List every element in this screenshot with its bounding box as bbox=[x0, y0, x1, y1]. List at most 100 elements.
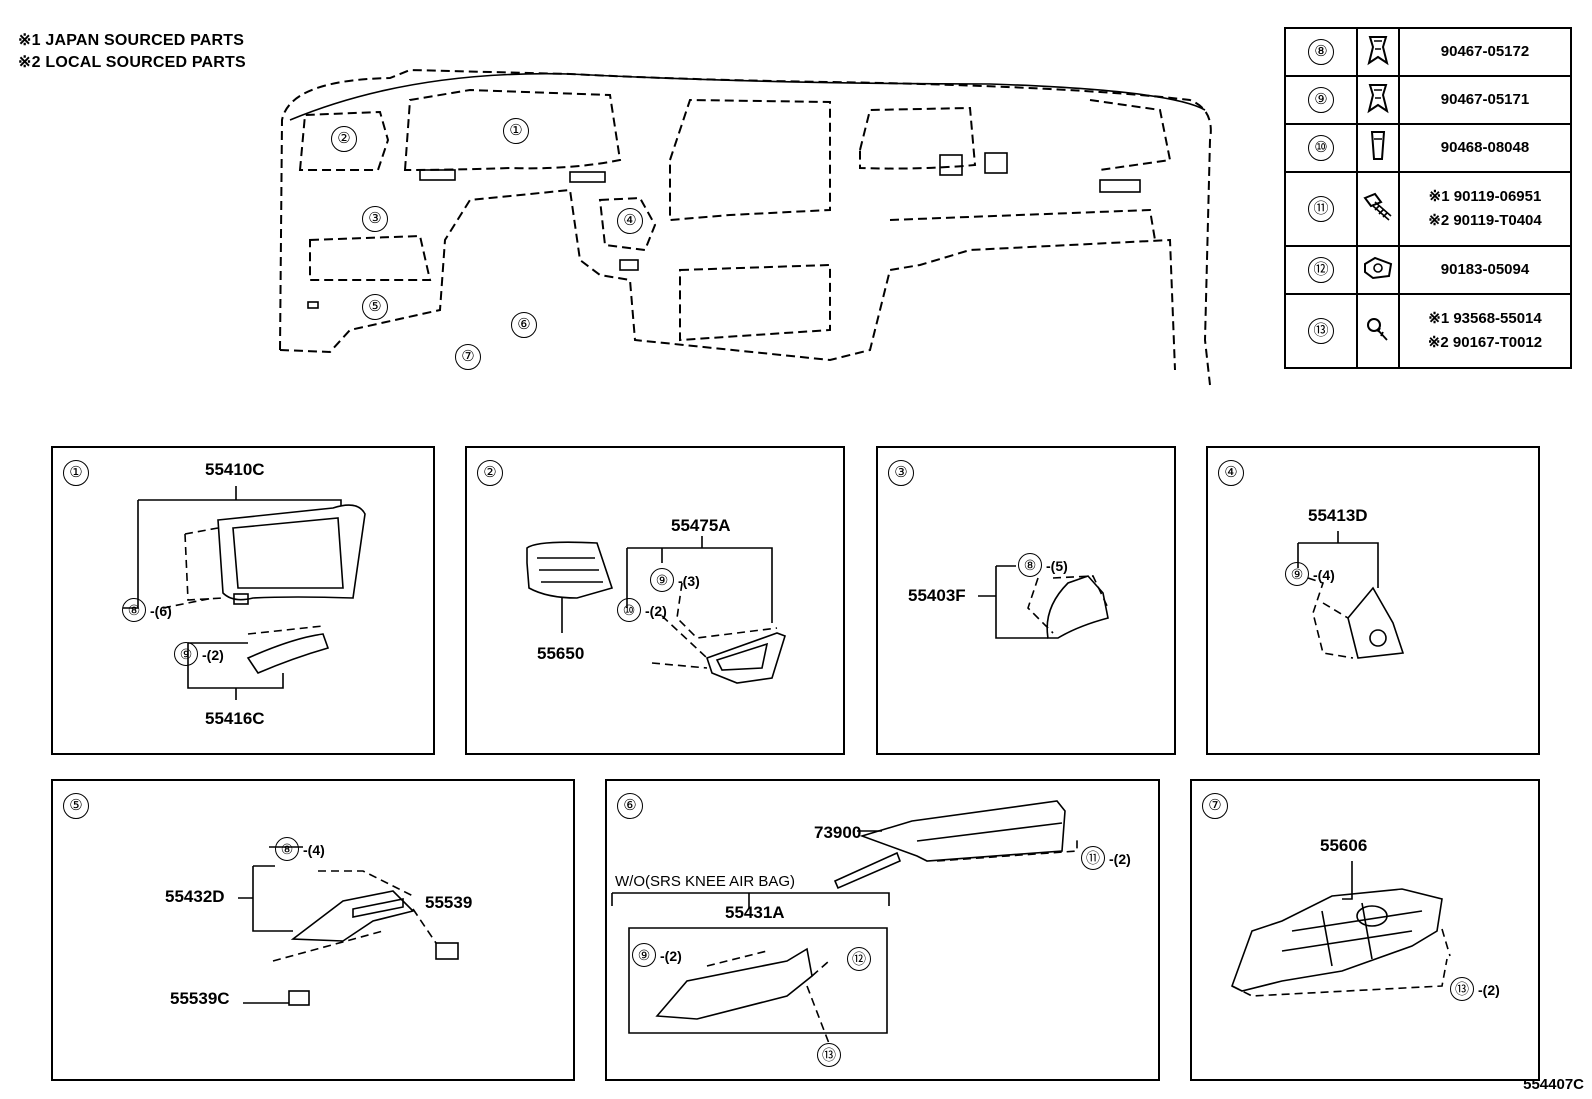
callout-clip: ⑩ bbox=[617, 598, 641, 622]
screw-icon bbox=[1367, 317, 1388, 341]
callout-clip: ⑧ bbox=[1018, 553, 1042, 577]
panel-number: ⑤ bbox=[63, 793, 89, 819]
lower-cover-drawing bbox=[978, 565, 1109, 639]
callout-qty: -(2) bbox=[1478, 982, 1500, 998]
callout-qty: -(2) bbox=[645, 603, 667, 619]
callout-screw: ⑬ bbox=[817, 1043, 841, 1067]
callout-clip: ⑧ bbox=[275, 837, 299, 861]
clip-icon bbox=[1370, 130, 1386, 160]
vent-slot-2 bbox=[569, 171, 606, 183]
callout-bolt: ⑪ bbox=[1081, 846, 1105, 870]
callout-clip: ⑧ bbox=[122, 598, 146, 622]
ref-callout: ⑪ bbox=[1308, 196, 1334, 222]
callout-qty: -(5) bbox=[1046, 558, 1068, 574]
panel-number: ④ bbox=[1218, 460, 1244, 486]
ref-callout: ⑫ bbox=[1308, 257, 1334, 283]
under-cover-drawing bbox=[1231, 861, 1451, 997]
part-number-local: ※2 90119-T0404 bbox=[1428, 212, 1542, 229]
note-japan: ※1 JAPAN SOURCED PARTS bbox=[18, 32, 245, 49]
callout-qty: -(2) bbox=[202, 647, 224, 663]
panel-2: ② 55475A 55650 ⑨ -(3) ⑩ -(2) bbox=[465, 446, 845, 755]
clip-icon bbox=[1367, 35, 1389, 65]
callout-qty: -(6) bbox=[150, 603, 172, 619]
table-row: ⑧ 90467-05172 bbox=[1284, 27, 1572, 77]
overview-callout-5: ⑤ bbox=[362, 294, 388, 320]
part-label-55539: 55539 bbox=[425, 893, 473, 912]
dash-top-outline bbox=[279, 68, 1212, 386]
panel-number: ⑦ bbox=[1202, 793, 1228, 819]
center-lower bbox=[679, 263, 831, 342]
table-row: ⑨ 90467-05171 bbox=[1284, 75, 1572, 125]
vent-slot-3 bbox=[939, 154, 963, 176]
ref-callout: ⑬ bbox=[1308, 318, 1334, 344]
note-local: ※2 LOCAL SOURCED PARTS bbox=[18, 54, 246, 71]
center-lower-panel-drawing bbox=[1297, 531, 1405, 659]
small-rect-left bbox=[307, 301, 319, 309]
meter-hood bbox=[403, 88, 622, 172]
part-number: 90468-08048 bbox=[1440, 139, 1530, 156]
table-row: ⑪ ※1 90119-06951 ※2 90119-T0404 bbox=[1284, 171, 1572, 247]
lower-finish-panel-drawing bbox=[238, 846, 459, 1006]
part-number-japan: ※1 93568-55014 bbox=[1428, 310, 1542, 327]
part-label-55432d: 55432D bbox=[165, 887, 225, 906]
steering-column-outline bbox=[598, 196, 657, 252]
dash-top-solid bbox=[289, 72, 1206, 121]
part-label-55413d: 55413D bbox=[1308, 506, 1368, 525]
panel-number: ② bbox=[477, 460, 503, 486]
dashboard-overview-drawing bbox=[279, 68, 1212, 386]
part-number-japan: ※1 90119-06951 bbox=[1428, 188, 1542, 205]
part-label-55650: 55650 bbox=[537, 644, 585, 663]
overview-callout-7: ⑦ bbox=[455, 344, 481, 370]
part-label-55410c: 55410C bbox=[205, 460, 265, 479]
bolt-icon bbox=[1363, 192, 1392, 221]
part-label-55403f: 55403F bbox=[908, 586, 966, 605]
condition-label: W/O(SRS KNEE AIR BAG) bbox=[615, 873, 796, 890]
part-label-55475a: 55475A bbox=[671, 516, 731, 535]
meter-hood-drawing bbox=[123, 486, 366, 700]
callout-qty: -(2) bbox=[1109, 851, 1131, 867]
part-label-55539c: 55539C bbox=[170, 989, 230, 1008]
fastener-table: ⑧ 90467-05172 ⑨ 90467-05171 ⑩ 90468-0804… bbox=[1284, 27, 1572, 369]
callout-nut: ⑫ bbox=[847, 947, 871, 971]
callout-clip: ⑨ bbox=[632, 943, 656, 967]
diagram-code: 554407C bbox=[1523, 1076, 1584, 1093]
part-number: 90467-05171 bbox=[1440, 91, 1530, 108]
right-lower bbox=[889, 208, 1156, 241]
side-vent-drawing bbox=[526, 536, 786, 684]
callout-qty: -(3) bbox=[678, 573, 700, 589]
callout-clip: ⑨ bbox=[650, 568, 674, 592]
source-notes: ※1 JAPAN SOURCED PARTS ※2 LOCAL SOURCED … bbox=[18, 30, 246, 74]
overview-callout-6: ⑥ bbox=[511, 312, 537, 338]
center-cluster-upper bbox=[669, 98, 831, 222]
vent-slot-4 bbox=[984, 152, 1008, 174]
panel-1: ① 55410C 55416C ⑧ -(6) ⑨ -(2) bbox=[51, 446, 435, 755]
callout-qty: -(4) bbox=[303, 842, 325, 858]
table-row: ⑫ 90183-05094 bbox=[1284, 245, 1572, 295]
panel-number: ③ bbox=[888, 460, 914, 486]
clip-icon bbox=[1367, 83, 1389, 113]
table-row: ⑬ ※1 93568-55014※2 90167-T0012 bbox=[1284, 293, 1572, 369]
panel-7: ⑦ 55606 ⑬ -(2) bbox=[1190, 779, 1540, 1081]
callout-clip: ⑨ bbox=[174, 642, 198, 666]
table-row: ⑩ 90468-08048 bbox=[1284, 123, 1572, 173]
callout-clip: ⑨ bbox=[1285, 562, 1309, 586]
panel-3: ③ 55403F ⑧ -(5) bbox=[876, 446, 1176, 755]
nut-icon bbox=[1364, 256, 1393, 279]
part-label-55431a: 55431A bbox=[725, 903, 785, 922]
overview-callout-1: ① bbox=[503, 118, 529, 144]
vent-slot-5 bbox=[1099, 179, 1141, 193]
vent-slot-1 bbox=[419, 169, 456, 181]
knee-airbag-drawing bbox=[611, 800, 1078, 1047]
overview-callout-3: ③ bbox=[362, 206, 388, 232]
left-vent-area bbox=[298, 110, 390, 171]
part-label-55606: 55606 bbox=[1320, 836, 1368, 855]
panel-6: ⑥ 73900 55431A W/O(SRS KNEE AIR BAG) ⑪ -… bbox=[605, 779, 1160, 1081]
ref-callout: ⑩ bbox=[1308, 135, 1334, 161]
part-number: 90467-05172 bbox=[1440, 43, 1530, 60]
callout-screw: ⑬ bbox=[1450, 977, 1474, 1001]
left-lower-panel bbox=[309, 234, 432, 281]
overview-callout-2: ② bbox=[331, 126, 357, 152]
panel-5: ⑤ 55432D 55539 55539C ⑧ -(4) bbox=[51, 779, 575, 1081]
ref-callout: ⑨ bbox=[1308, 87, 1334, 113]
panel-number: ⑥ bbox=[617, 793, 643, 819]
